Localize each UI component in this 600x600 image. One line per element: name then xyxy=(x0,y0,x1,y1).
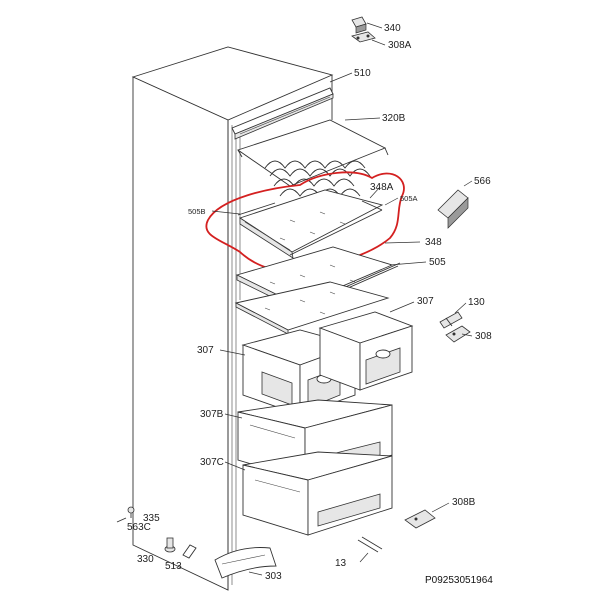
glass-shelf-bottom xyxy=(234,281,390,335)
label-307-right: 307 xyxy=(417,296,434,307)
label-330: 330 xyxy=(137,554,154,565)
label-510: 510 xyxy=(354,68,371,79)
drawer-307c xyxy=(242,451,393,536)
label-505b: 505B xyxy=(188,207,206,216)
part-13-handle xyxy=(357,536,383,553)
part-566-bracket xyxy=(437,189,469,229)
part-308a-hinge-top xyxy=(351,31,376,43)
label-308a-top: 308A xyxy=(388,40,412,51)
leader-lines xyxy=(211,22,473,576)
label-320b: 320B xyxy=(382,113,406,124)
part-130-clip xyxy=(439,311,463,329)
kick-plate-303 xyxy=(214,547,277,579)
crisper-drawer-right xyxy=(318,311,414,391)
cabinet-body xyxy=(131,46,334,591)
part-308b-hinge-bottom xyxy=(404,509,436,529)
label-348a: 348A xyxy=(370,182,394,193)
glass-shelf-upper xyxy=(237,189,384,259)
label-563c: 563C xyxy=(127,522,151,533)
label-566: 566 xyxy=(474,176,491,187)
highlight-outline xyxy=(205,171,405,273)
label-308: 308 xyxy=(475,331,492,342)
label-513: 513 xyxy=(165,561,182,572)
label-505a: 505A xyxy=(400,194,418,203)
top-frame-510 xyxy=(231,87,334,140)
document-code: P09253051964 xyxy=(425,575,493,586)
part-340-clip xyxy=(351,16,367,34)
label-335: 335 xyxy=(143,513,160,524)
label-307b: 307B xyxy=(200,409,224,420)
wine-rack-320b xyxy=(236,119,389,197)
label-130: 130 xyxy=(468,297,485,308)
label-505: 505 xyxy=(429,257,446,268)
label-340: 340 xyxy=(384,23,401,34)
part-563c-pin xyxy=(116,517,127,523)
label-303: 303 xyxy=(265,571,282,582)
part-labels: 340 308A 510 320B 348A 505A 505B 566 348… xyxy=(127,23,493,586)
label-348: 348 xyxy=(425,237,442,248)
part-330-foot xyxy=(164,537,176,553)
part-335-screw xyxy=(127,506,135,518)
label-308b: 308B xyxy=(452,497,476,508)
part-513-spacer xyxy=(182,544,197,559)
label-13: 13 xyxy=(335,558,347,569)
label-307c: 307C xyxy=(200,457,224,468)
part-308-hinge xyxy=(445,325,471,343)
label-307-left: 307 xyxy=(197,345,214,356)
